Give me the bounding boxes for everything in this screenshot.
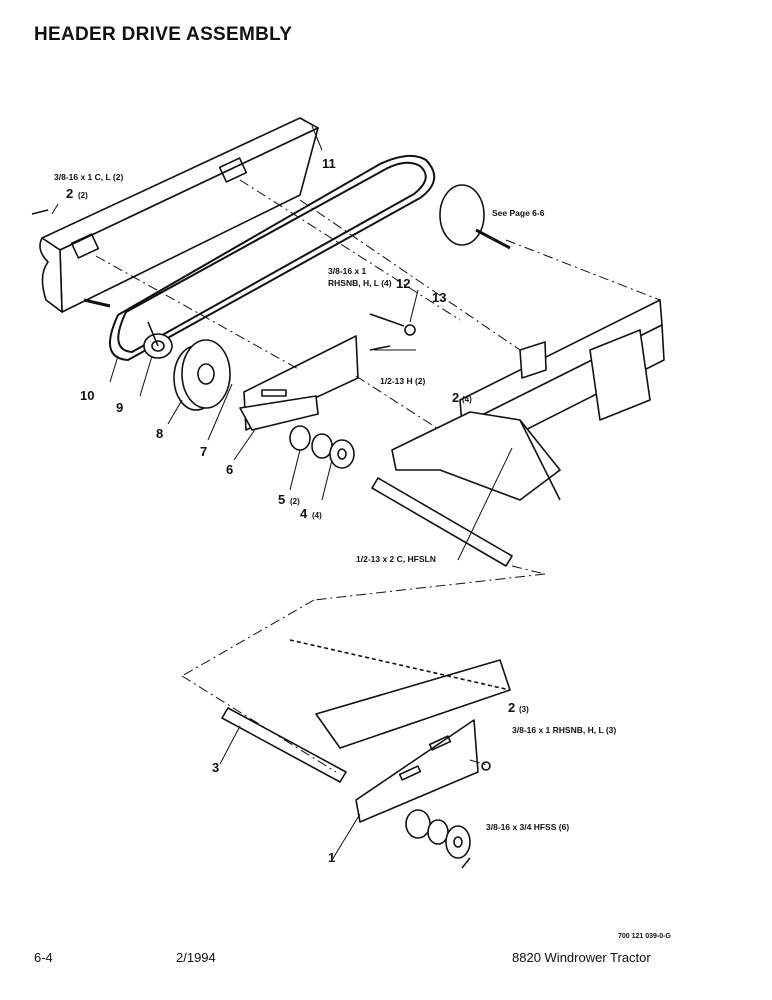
- spec-3-8-16-x-1-c-l: 3/8-16 x 1 C, L (2): [54, 172, 123, 182]
- callout-7: 7: [200, 444, 207, 459]
- gearbox-reference: [439, 184, 511, 250]
- callout-4-qty: (4): [312, 511, 322, 520]
- bracket-part-6: [239, 335, 359, 431]
- callout-2-lower: 2: [508, 700, 515, 715]
- callout-5: 5: [278, 492, 285, 507]
- callout-2-lower-qty: (3): [519, 705, 529, 714]
- lower-shaft-part-3: [221, 707, 347, 783]
- drive-belt-part-10: [109, 154, 436, 361]
- spec-3-8-16-x-1-line2: RHSNB, H, L (4): [328, 278, 392, 288]
- small-pulley-part-9: [143, 321, 173, 359]
- tractor-frame: [391, 299, 665, 501]
- callout-9: 9: [116, 400, 123, 415]
- callout-3: 3: [212, 760, 219, 775]
- page-title: HEADER DRIVE ASSEMBLY: [34, 24, 293, 45]
- callout-2-mid-qty: (4): [462, 395, 472, 404]
- upper-shaft: [371, 477, 513, 567]
- bearing-flange-parts-4-5: [289, 425, 355, 469]
- see-page-reference: See Page 6-6: [492, 208, 545, 218]
- spec-1-2-13-x-2-c-hfsln: 1/2-13 x 2 C, HFSLN: [356, 554, 436, 564]
- callout-2-top: 2: [66, 186, 73, 201]
- upper-shield-part-11: [39, 117, 319, 313]
- callout-10: 10: [80, 388, 94, 403]
- product-name: 8820 Windrower Tractor: [512, 950, 651, 965]
- callout-12: 12: [396, 276, 410, 291]
- callout-4: 4: [300, 506, 308, 521]
- revision-date: 2/1994: [176, 950, 216, 965]
- spec-3-8-16-x-1-rhsnb: 3/8-16 x 1 RHSNB, H, L (3): [512, 725, 616, 735]
- callout-1: 1: [328, 850, 335, 865]
- callout-6: 6: [226, 462, 233, 477]
- callout-11: 11: [322, 156, 336, 171]
- callout-13: 13: [432, 290, 446, 305]
- lower-header-frame: [289, 639, 511, 749]
- large-pulley-part-8: [173, 339, 231, 411]
- callout-2-mid: 2: [452, 390, 459, 405]
- hardware-bolts: [31, 209, 491, 869]
- spec-3-8-16-x-1-line1: 3/8-16 x 1: [328, 266, 367, 276]
- callout-8: 8: [156, 426, 163, 441]
- spec-1-2-13-h: 1/2-13 H (2): [380, 376, 426, 386]
- callout-2-top-qty: (2): [78, 191, 88, 200]
- drawing-number: 700 121 039-0-G: [618, 933, 671, 940]
- spec-3-8-16-x-3-4-hfss: 3/8-16 x 3/4 HFSS (6): [486, 822, 569, 832]
- lower-bracket-part-1: [355, 719, 479, 823]
- lower-bearing-flanges: [405, 809, 471, 859]
- callout-5-qty: (2): [290, 497, 300, 506]
- page-number: 6-4: [34, 950, 53, 965]
